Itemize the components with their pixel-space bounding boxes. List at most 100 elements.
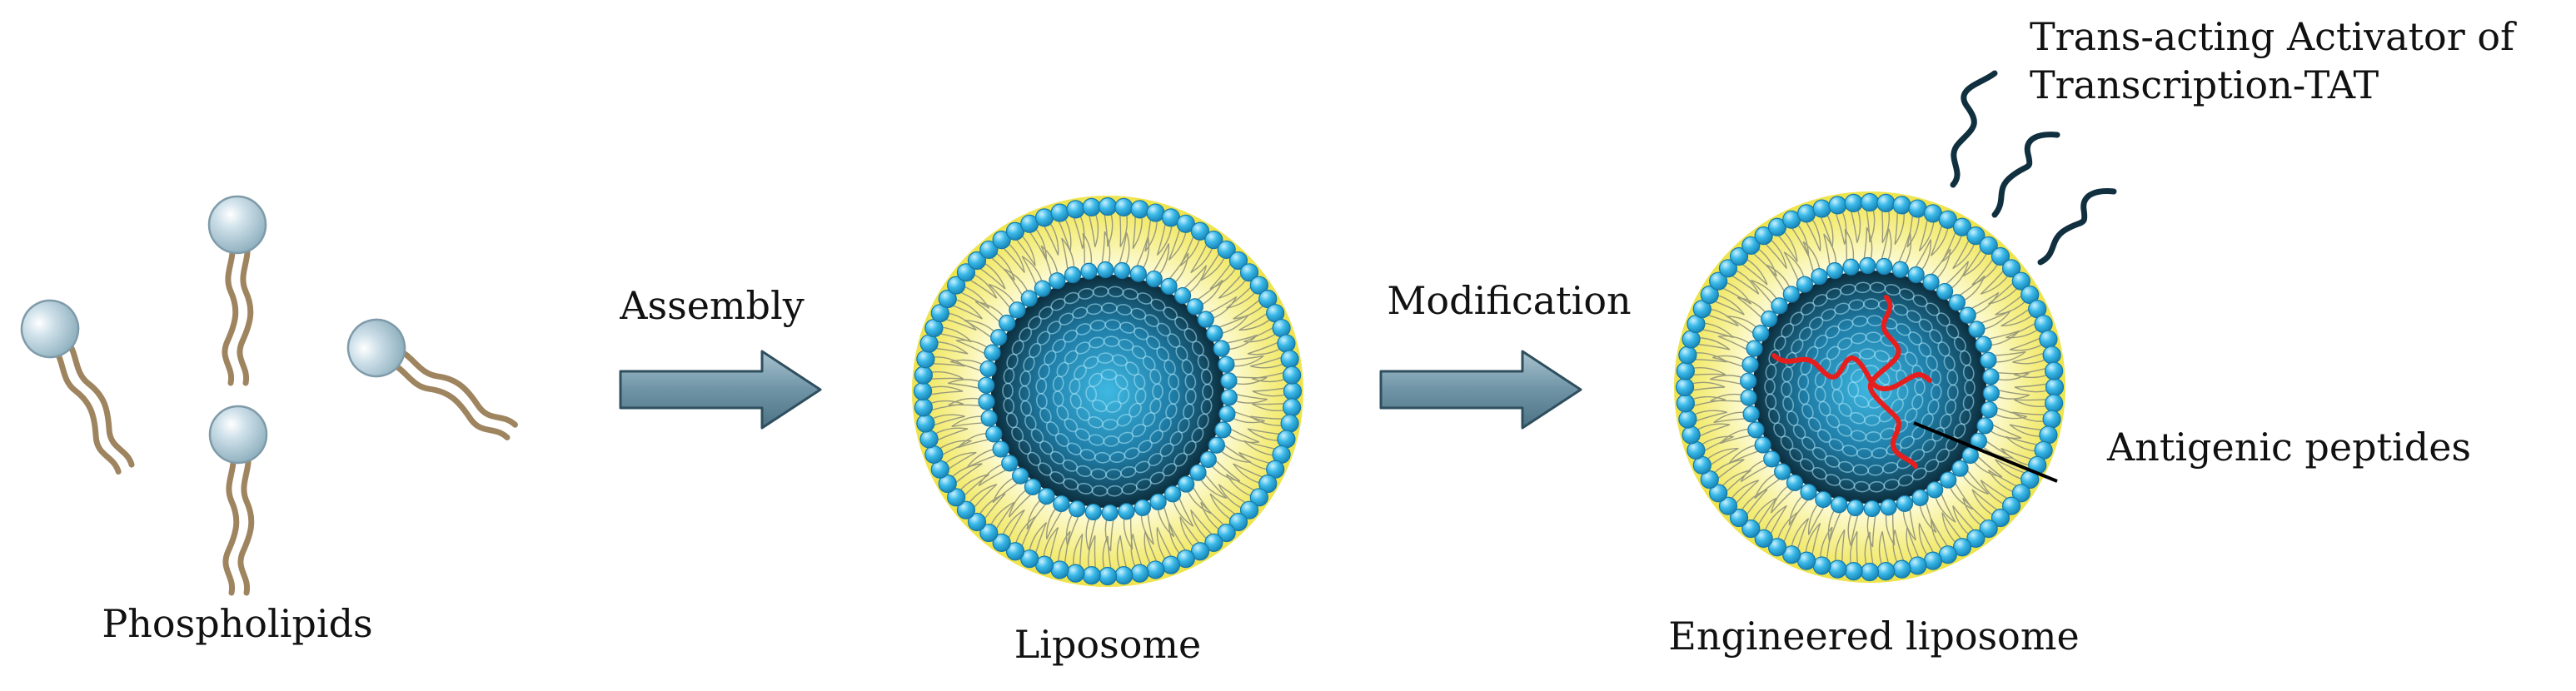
phospholipid-icon [210, 406, 267, 593]
lipid-head-bead [1876, 257, 1893, 276]
lipid-head-bead [1197, 311, 1214, 328]
lipid-head-bead [1951, 460, 1969, 477]
lipid-head-bead [1266, 460, 1285, 479]
lipid-head-bead [1038, 488, 1055, 505]
lipid-head-bead [1082, 566, 1101, 585]
lipid-head-bead [1164, 485, 1182, 503]
lipid-head-bead [1709, 271, 1728, 291]
lipid-head-bead [1218, 355, 1235, 373]
lipid-head-bead [1218, 405, 1236, 423]
lipid-head-bead [1272, 318, 1291, 338]
engineered-liposome-label: Engineered liposome [1668, 614, 2079, 659]
lipid-head-bead [1860, 192, 1880, 212]
lipid-head-bead [1741, 236, 1761, 256]
lipid-head-bead [1160, 277, 1178, 295]
lipid-head-bead [1066, 564, 1085, 583]
lipid-head-bead [1831, 496, 1848, 514]
lipid-head-bead [1220, 372, 1238, 390]
phospholipids-label: Phospholipids [102, 601, 372, 646]
lipid-head-bead [1742, 405, 1760, 423]
lipid-head-bead [1892, 559, 1911, 579]
lipid-head-bead [1145, 270, 1163, 288]
lipid-head-bead [1938, 210, 1957, 229]
lipid-head-bead [2034, 314, 2053, 334]
phospholipid-icon [12, 291, 149, 482]
lipid-head-bead [1896, 495, 1914, 512]
lipid-head-bead [1249, 488, 1268, 507]
lipid-head-bead [1907, 266, 1925, 284]
right-arrow-icon [619, 350, 822, 430]
lipid-head-bead [1948, 294, 1966, 311]
lipid-head-bead [2039, 330, 2058, 349]
lipid-head-bead [2042, 346, 2061, 365]
lipid-head-bead [919, 334, 939, 353]
lipid-head-bead [1952, 538, 1972, 557]
lipid-head-bead [1718, 259, 1738, 278]
lipid-head-bead [980, 410, 998, 427]
lipid-head-bead [1208, 436, 1225, 454]
lipid-head-bead [1176, 214, 1195, 233]
lipid-head-bead [1811, 268, 1828, 286]
lipid-head-bead [1741, 355, 1759, 374]
lipid-head-bead [1001, 455, 1019, 472]
lipid-head-bead [1966, 529, 1986, 548]
lipid-head-bead [956, 500, 976, 519]
lipid-head-bead [1966, 226, 1986, 246]
lipid-head-bead [1892, 196, 1911, 215]
lipid-head-bead [924, 445, 944, 465]
lipid-head-bead [1189, 464, 1207, 481]
lipid-head-bead [1981, 400, 1998, 419]
lipid-head-bead [1700, 470, 1719, 490]
lipid-head-bead [1239, 263, 1259, 282]
lipid-head-bead [1676, 394, 1695, 413]
lipid-head-bead [2045, 394, 2064, 413]
lipid-head-bead [1979, 519, 1998, 539]
lipid-head-bead [1767, 538, 1787, 557]
lipid-head-bead [2045, 377, 2065, 397]
lipid-head-bead [1050, 560, 1069, 579]
lipid-head-bead [979, 360, 997, 378]
lipid-head-bead [1763, 450, 1781, 468]
lipid-head-bead [985, 425, 1003, 443]
lipid-head-bead [1754, 436, 1771, 454]
lipid-head-bead [1844, 562, 1863, 581]
lipid-head-bead [1975, 336, 1992, 353]
lipid-head-bead [1114, 566, 1134, 585]
lipid-head-bead [916, 350, 935, 369]
lipid-head-bead [1049, 272, 1066, 290]
lipid-head-bead [1005, 542, 1025, 561]
lipid-head-bead [1812, 556, 1831, 575]
lipid-head-bead [1217, 523, 1236, 543]
lipid-head-bead [1796, 276, 1813, 293]
lipid-head-bead [1258, 474, 1278, 494]
lipid-head-bead [930, 304, 949, 323]
lipid-head-bead [1130, 200, 1149, 219]
lipid-head-bead [1114, 261, 1131, 280]
phospholipid-icon [337, 309, 526, 455]
tat-peptide-group [1950, 70, 2117, 266]
lipid-head-bead [1952, 217, 1972, 236]
lipid-head-bead [992, 440, 1009, 458]
lipid-head-bead [1064, 266, 1082, 284]
lipid-head-bead [1891, 261, 1909, 278]
lipid-head-bead [956, 263, 976, 282]
lipid-head-bead [1178, 475, 1195, 493]
lipid-head-bead [1980, 351, 1997, 369]
lipid-head-bead [1940, 471, 1957, 489]
lipid-head-bead [1114, 197, 1134, 216]
lipid-head-bead [1800, 484, 1817, 501]
lipid-head-bead [1130, 564, 1149, 583]
lipid-head-bead [1908, 556, 1927, 575]
lipid-head-bead [1134, 499, 1152, 516]
lipid-head-bead [2039, 425, 2058, 445]
lipid-head-bead [1161, 555, 1181, 574]
lipid-head-bead [914, 398, 933, 417]
lipid-head-bead [967, 251, 987, 271]
lipid-head-bead [1204, 231, 1223, 250]
lipid-head-bead [1146, 203, 1165, 222]
lipid-head-bead [1228, 251, 1248, 271]
lipid-head-bead [1922, 273, 1940, 291]
lipid-head-bead [979, 240, 999, 260]
tat-label-line1: Trans-acting Activator of [2030, 14, 2517, 59]
lipid-head-bead [1729, 508, 1749, 528]
